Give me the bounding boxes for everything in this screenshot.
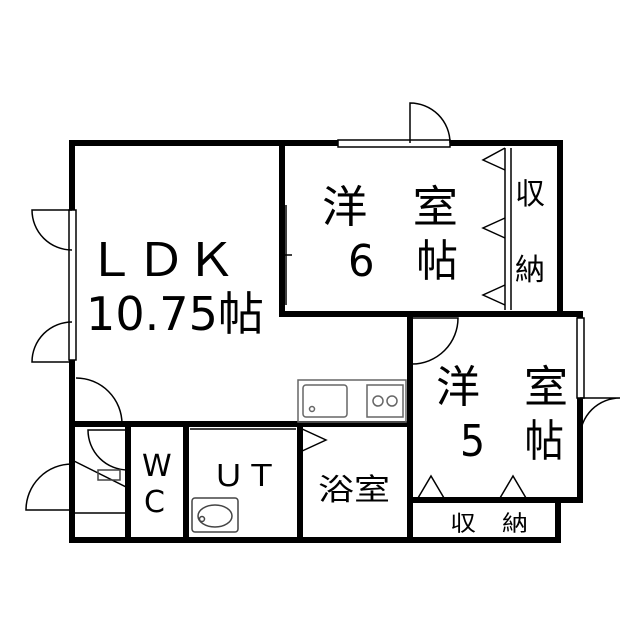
storage1-line1: 収	[515, 177, 545, 212]
stove-burner-right	[386, 395, 398, 407]
door-entry	[25, 463, 73, 511]
sliding-door-ut	[190, 423, 296, 430]
window-ldk-left	[68, 209, 77, 361]
closet-markers	[417, 147, 527, 499]
closet-marker-3	[481, 284, 506, 306]
door-ldk-upper	[31, 209, 73, 251]
door-room5-right	[579, 397, 621, 439]
room-labels: ＬＤＫ 10.75帖 洋 室 6 帖 収 納 洋 室 5 帖 収 納 W C Ｕ…	[86, 177, 568, 537]
thin-lines	[71, 148, 512, 514]
sliding-door-room6	[279, 205, 292, 305]
wall-bottom-right-step	[555, 497, 583, 543]
wc-line1: W	[142, 449, 172, 484]
storage2-label: 収 納	[450, 512, 528, 537]
door-room6-top	[409, 102, 451, 144]
door-ldk-lower	[31, 321, 73, 363]
stove-burner-left	[372, 395, 384, 407]
entry-step	[71, 459, 129, 489]
closet-marker-2	[481, 217, 506, 239]
western2-name: 洋 室	[436, 362, 568, 413]
stove	[366, 384, 404, 418]
doors	[25, 102, 621, 511]
window-room5-right	[576, 317, 585, 399]
ldk-name: ＬＤＫ	[86, 233, 236, 287]
closet-divider-room6	[504, 148, 512, 310]
closet-marker-5	[499, 474, 527, 499]
western1-size: 6 帖	[348, 236, 458, 287]
closet-marker-4	[417, 474, 445, 499]
closet-marker-1	[481, 147, 506, 171]
kitchen-counter	[297, 379, 407, 423]
western1-name: 洋 室	[322, 182, 458, 233]
window-room6-top	[337, 139, 451, 148]
door-bath	[299, 427, 328, 453]
wc-line2: C	[144, 485, 165, 520]
kitchen-sink	[302, 384, 348, 418]
ut-label: ＵＴ	[212, 459, 278, 494]
washbasin-bowl	[197, 504, 233, 528]
door-room5	[411, 317, 459, 365]
washbasin-drain	[198, 515, 206, 523]
sanitary	[97, 469, 239, 533]
door-wc	[87, 429, 129, 471]
kitchen	[297, 379, 407, 423]
washbasin	[191, 497, 239, 533]
sink-drain	[308, 405, 316, 413]
western2-size: 5 帖	[460, 416, 564, 467]
storage1-line2: 納	[515, 253, 545, 288]
door-hall	[75, 377, 123, 425]
toilet-tank	[97, 469, 121, 481]
bath-label: 浴室	[318, 473, 390, 508]
ldk-size: 10.75帖	[86, 287, 264, 341]
windows	[68, 139, 585, 399]
